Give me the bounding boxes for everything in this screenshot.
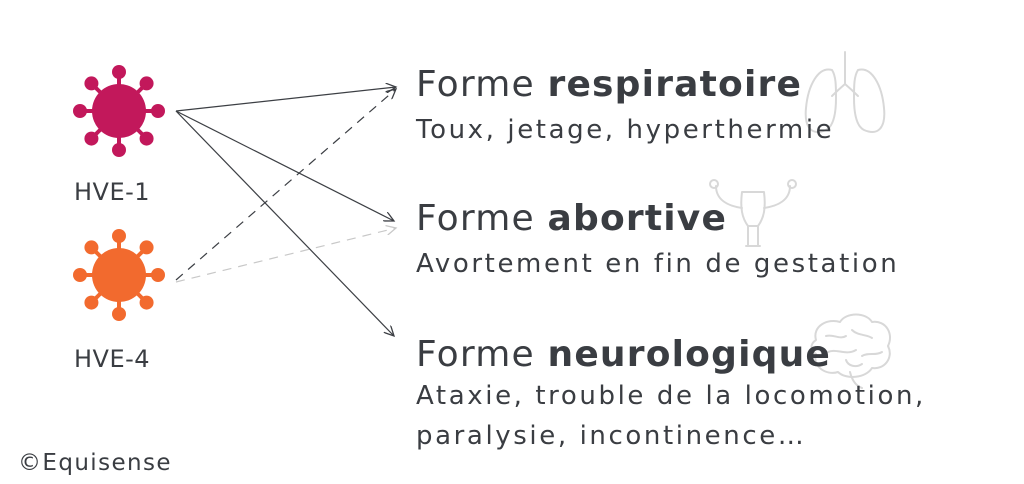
- form-prefix: Forme: [416, 64, 548, 105]
- uterus-icon: [709, 179, 797, 247]
- description-line: Ataxie, trouble de la locomotion,: [416, 381, 926, 411]
- virus-spike-tip: [84, 76, 99, 91]
- description-line: Avortement en fin de gestation: [416, 249, 900, 279]
- virus-spike-tip: [84, 295, 99, 310]
- virus-body: [92, 84, 146, 138]
- copyright: ©Equisense: [18, 450, 172, 476]
- form-title-neurologique: Forme neurologique: [416, 334, 831, 375]
- hve4-label: HVE-4: [74, 345, 151, 373]
- form-description-neurologique: Ataxie, trouble de la locomotion, paraly…: [416, 376, 926, 456]
- form-description-abortive: Avortement en fin de gestation: [416, 244, 899, 284]
- virus-spike-tip: [139, 131, 154, 146]
- virus-spike-tip: [112, 65, 126, 79]
- virus-spike-tip: [139, 240, 154, 255]
- form-title-respiratoire: Forme respiratoire: [416, 64, 802, 105]
- virus-spike-tip: [151, 268, 165, 282]
- hve1-label: HVE-1: [74, 178, 151, 206]
- virus-spike-tip: [112, 229, 126, 243]
- form-name-respiratoire: respiratoire: [547, 64, 803, 105]
- virus-spike-tip: [112, 307, 126, 321]
- form-description-respiratoire: Toux, jetage, hyperthermie: [416, 110, 834, 150]
- lungs-icon: [804, 51, 886, 133]
- arrow-hve4-respiratoire: [175, 89, 396, 281]
- virus-body: [92, 248, 146, 302]
- virus-spike-tip: [84, 240, 99, 255]
- form-prefix: Forme: [416, 334, 548, 375]
- form-title-abortive: Forme abortive: [416, 198, 727, 239]
- virus-spike-tip: [73, 104, 87, 118]
- form-prefix: Forme: [416, 198, 548, 239]
- hve4-virus-icon: [73, 229, 165, 321]
- virus-spike-tip: [73, 268, 87, 282]
- form-name-abortive: abortive: [547, 198, 728, 239]
- description-line: Toux, jetage, hyperthermie: [416, 115, 835, 145]
- arrow-hve1-abortive: [175, 110, 394, 221]
- arrow-hve1-respiratoire: [175, 87, 396, 112]
- description-line: paralysie, incontinence…: [416, 421, 807, 451]
- arrow-hve1-neurologique: [175, 110, 394, 336]
- virus-spike-tip: [139, 295, 154, 310]
- virus-spike-tip: [139, 76, 154, 91]
- form-name-neurologique: neurologique: [547, 334, 832, 375]
- hve1-virus-icon: [73, 65, 165, 157]
- virus-spike-tip: [151, 104, 165, 118]
- virus-spike-tip: [112, 143, 126, 157]
- arrow-hve4-abortive: [175, 228, 396, 283]
- brain-icon: [810, 313, 891, 389]
- virus-spike-tip: [84, 131, 99, 146]
